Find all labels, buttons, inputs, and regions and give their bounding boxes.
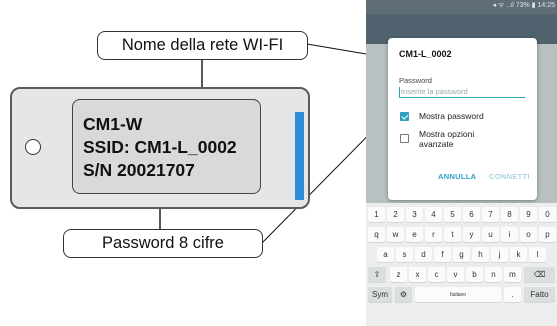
- cancel-button[interactable]: ANNULLA: [438, 172, 477, 181]
- key-u[interactable]: u: [482, 227, 499, 242]
- key-1[interactable]: 1: [368, 207, 385, 222]
- key-v[interactable]: v: [447, 267, 464, 282]
- key-7[interactable]: 7: [482, 207, 499, 222]
- key-g[interactable]: g: [453, 247, 470, 262]
- password-input[interactable]: [399, 86, 525, 98]
- key-w[interactable]: w: [387, 227, 404, 242]
- backspace-icon[interactable]: ⌫: [524, 267, 555, 282]
- key-z[interactable]: z: [390, 267, 407, 282]
- status-bar: ◂ ᯤ ..ıl 73% ▮ 14:25: [366, 0, 557, 14]
- password-callout: Password 8 cifre: [63, 229, 263, 258]
- device-blue-strip: [295, 112, 304, 200]
- done-key[interactable]: Fatto: [524, 287, 555, 302]
- key-0[interactable]: 0: [539, 207, 556, 222]
- sym-key[interactable]: Sym: [368, 287, 392, 302]
- key-k[interactable]: k: [510, 247, 527, 262]
- dialog-title: CM1-L_0002: [399, 49, 452, 59]
- shift-icon[interactable]: ⇧: [368, 267, 386, 282]
- key-x[interactable]: x: [409, 267, 426, 282]
- phone-screen: ◂ ᯤ ..ıl 73% ▮ 14:25 CM1-L_0002 Password…: [366, 0, 557, 326]
- advanced-options-label-line2[interactable]: avanzate: [419, 139, 454, 149]
- key-9[interactable]: 9: [520, 207, 537, 222]
- key-3[interactable]: 3: [406, 207, 423, 222]
- key-l[interactable]: l: [529, 247, 546, 262]
- wifi-password-dialog: CM1-L_0002 Password Mostra password Most…: [388, 38, 537, 200]
- key-d[interactable]: d: [415, 247, 432, 262]
- password-label: Password: [399, 76, 432, 85]
- key-a[interactable]: a: [377, 247, 394, 262]
- mounting-hole: [25, 139, 41, 155]
- key-p[interactable]: p: [539, 227, 556, 242]
- settings-gear-icon[interactable]: ⚙: [395, 287, 412, 302]
- key-2[interactable]: 2: [387, 207, 404, 222]
- key-t[interactable]: t: [444, 227, 461, 242]
- key-i[interactable]: i: [501, 227, 518, 242]
- device-serial: S/N 20021707: [83, 160, 195, 180]
- key-8[interactable]: 8: [501, 207, 518, 222]
- key-f[interactable]: f: [434, 247, 451, 262]
- key-n[interactable]: n: [485, 267, 502, 282]
- space-key[interactable]: Italiano: [415, 287, 501, 302]
- key-period[interactable]: .: [504, 287, 521, 302]
- key-6[interactable]: 6: [463, 207, 480, 222]
- network-name-callout: Nome della rete WI-FI: [97, 31, 308, 60]
- key-b[interactable]: b: [466, 267, 483, 282]
- key-y[interactable]: y: [463, 227, 480, 242]
- device-ssid: SSID: CM1-L_0002: [83, 137, 237, 157]
- key-e[interactable]: e: [406, 227, 423, 242]
- key-s[interactable]: s: [396, 247, 413, 262]
- connect-button[interactable]: CONNETTI: [489, 172, 530, 181]
- key-r[interactable]: r: [425, 227, 442, 242]
- advanced-options-checkbox[interactable]: [400, 134, 409, 143]
- device-label-plate: [72, 99, 261, 194]
- key-4[interactable]: 4: [425, 207, 442, 222]
- key-h[interactable]: h: [472, 247, 489, 262]
- show-password-checkbox[interactable]: [400, 112, 409, 121]
- key-5[interactable]: 5: [444, 207, 461, 222]
- device-model: CM1-W: [83, 114, 143, 134]
- key-q[interactable]: q: [368, 227, 385, 242]
- key-m[interactable]: m: [504, 267, 521, 282]
- show-password-label[interactable]: Mostra password: [419, 111, 484, 121]
- key-c[interactable]: c: [428, 267, 445, 282]
- key-o[interactable]: o: [520, 227, 537, 242]
- advanced-options-label-line1[interactable]: Mostra opzioni: [419, 129, 475, 139]
- status-bar-text: ◂ ᯤ ..ıl 73% ▮ 14:25: [492, 2, 555, 9]
- text-cursor: [399, 87, 400, 98]
- key-j[interactable]: j: [491, 247, 508, 262]
